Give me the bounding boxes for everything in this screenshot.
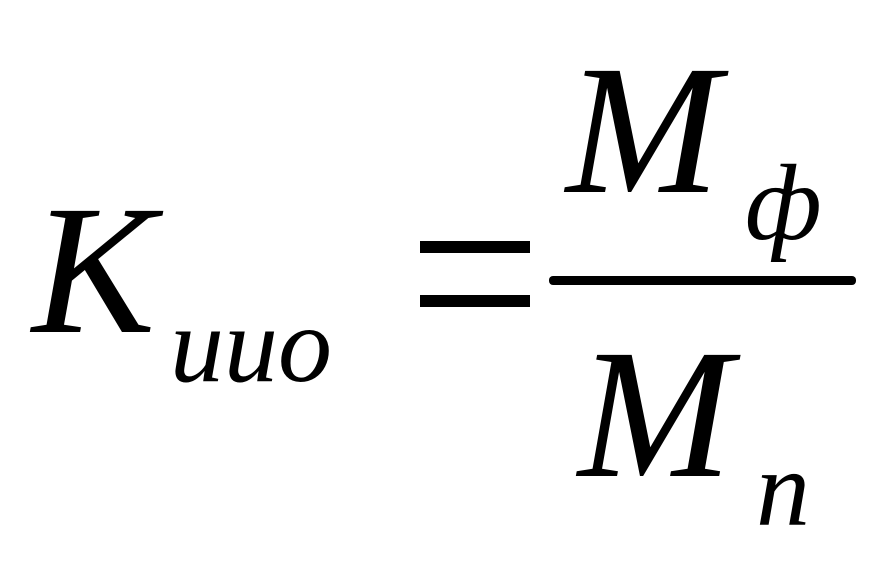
numerator-variable: M xyxy=(566,28,721,233)
numerator-subscript: ф xyxy=(745,144,822,263)
lhs-subscript: иио xyxy=(170,286,332,405)
equals-bar-top xyxy=(420,241,530,253)
fraction-bar xyxy=(549,276,856,285)
equals-bar-bottom xyxy=(420,295,530,307)
denominator-variable: M xyxy=(578,312,733,517)
lhs-variable: K xyxy=(32,168,156,373)
denominator-subscript: п xyxy=(756,430,810,549)
